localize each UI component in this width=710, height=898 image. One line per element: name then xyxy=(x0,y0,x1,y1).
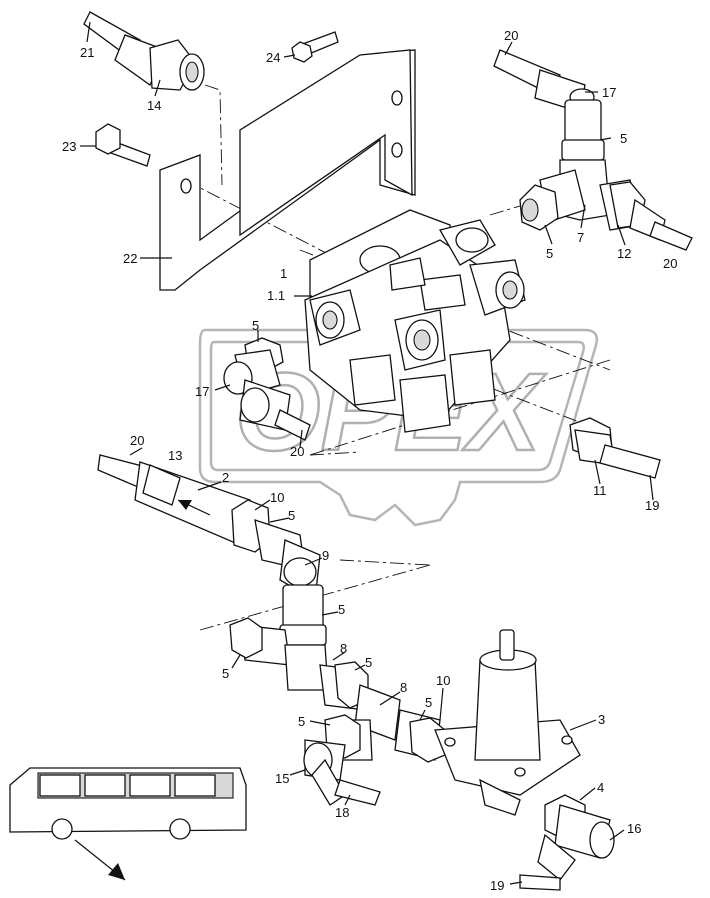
tee-assembly-lower xyxy=(229,584,446,763)
callout-22: 22 xyxy=(123,251,137,266)
callout-13: 13 xyxy=(168,448,182,463)
mounting-bracket xyxy=(159,49,416,291)
callout-19: 19 xyxy=(645,498,659,513)
fitting-4-16 xyxy=(519,794,615,891)
flow-arrow-head xyxy=(178,500,192,510)
callout-5: 5 xyxy=(252,318,259,333)
callout-20: 20 xyxy=(504,28,518,43)
callout-19: 19 xyxy=(490,878,504,893)
callout-5: 5 xyxy=(298,714,305,729)
callout-20: 20 xyxy=(290,444,304,459)
callout-labels: 21 14 24 20 17 5 23 22 5 7 12 20 1 1.1 5… xyxy=(62,28,677,893)
callout-9: 9 xyxy=(322,548,329,563)
callout-20: 20 xyxy=(663,256,677,271)
fitting-11 xyxy=(569,417,661,479)
callout-23: 23 xyxy=(62,139,76,154)
valve-assembly-1 xyxy=(304,209,526,433)
callout-20: 20 xyxy=(130,433,144,448)
view-arrow-head xyxy=(108,863,125,880)
callout-4: 4 xyxy=(597,780,604,795)
watermark-gear-outline xyxy=(198,328,599,527)
callout-14: 14 xyxy=(147,98,161,113)
bolt-23 xyxy=(95,123,151,167)
callout-5: 5 xyxy=(338,602,345,617)
leader-lines xyxy=(80,21,654,885)
callout-10: 10 xyxy=(436,673,450,688)
watermark-inner-outline xyxy=(209,340,586,472)
callout-17: 17 xyxy=(602,85,616,100)
callout-11: 11 xyxy=(593,483,607,498)
callout-1: 1 xyxy=(280,266,287,281)
callout-16: 16 xyxy=(627,821,641,836)
elbow-group-left xyxy=(223,337,311,441)
callout-17: 17 xyxy=(195,384,209,399)
callout-15: 15 xyxy=(275,771,289,786)
callout-8: 8 xyxy=(340,641,347,656)
callout-1-1: 1.1 xyxy=(267,288,285,303)
callout-3: 3 xyxy=(598,712,605,727)
callout-18: 18 xyxy=(335,805,349,820)
tee-assembly-top xyxy=(493,49,693,251)
callout-5: 5 xyxy=(288,508,295,523)
callout-5: 5 xyxy=(365,655,372,670)
callout-5: 5 xyxy=(546,246,553,261)
callout-21: 21 xyxy=(80,45,94,60)
bolt-24 xyxy=(291,31,339,63)
callout-2: 2 xyxy=(222,470,229,485)
callout-5: 5 xyxy=(222,666,229,681)
fitting-14 xyxy=(83,11,205,91)
callout-10: 10 xyxy=(270,490,284,505)
callout-5: 5 xyxy=(425,695,432,710)
callout-5: 5 xyxy=(620,131,627,146)
filter-assembly-2 xyxy=(97,454,321,602)
callout-24: 24 xyxy=(266,50,280,65)
elbow-15 xyxy=(303,739,381,806)
callout-7: 7 xyxy=(577,230,584,245)
bus-icon xyxy=(9,767,247,881)
callout-8: 8 xyxy=(400,680,407,695)
callout-12: 12 xyxy=(617,246,631,261)
valve-3 xyxy=(434,629,581,816)
